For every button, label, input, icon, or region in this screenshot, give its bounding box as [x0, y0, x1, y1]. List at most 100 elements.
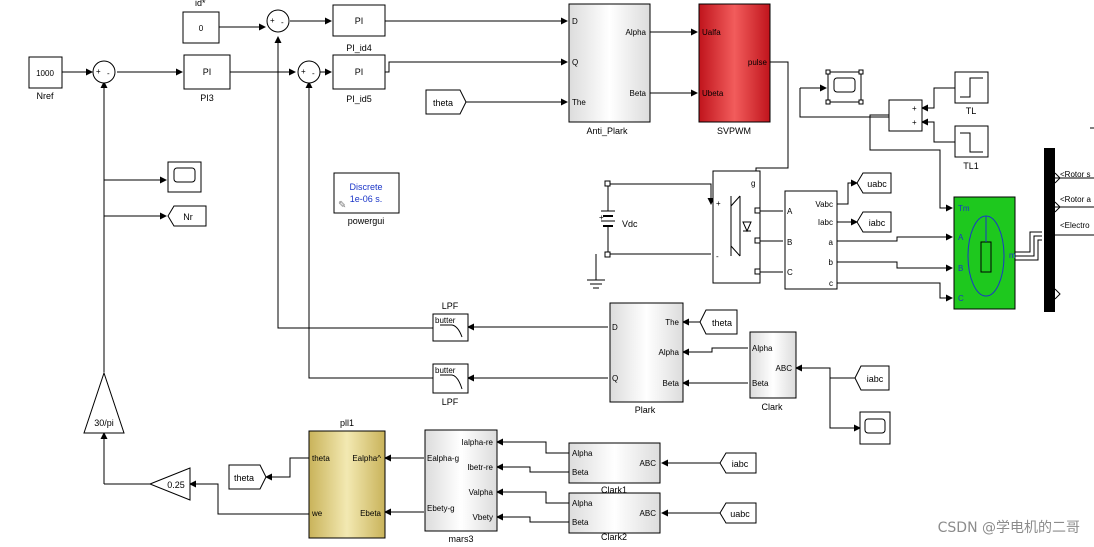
- measurement-block[interactable]: A B C Vabc Iabc a b c: [784, 190, 838, 290]
- powergui-block[interactable]: Discrete 1e-06 s. ✎: [333, 172, 400, 214]
- clark1-port-alpha: Alpha: [572, 449, 593, 458]
- nref-value: 1000: [36, 69, 54, 78]
- clark1-port-abc: ABC: [640, 459, 657, 468]
- tl1-caption: TL1: [963, 161, 979, 171]
- bus-label-electro: <Electro: [1060, 221, 1090, 230]
- dc-source[interactable]: + Vdc: [599, 180, 638, 258]
- mars3-port-ebety-g: Ebety-g: [427, 504, 455, 513]
- park-block[interactable]: D Q The Alpha Beta: [609, 302, 684, 403]
- goto-theta-pll[interactable]: theta: [228, 464, 267, 490]
- pi-id5-block[interactable]: PI: [332, 54, 386, 90]
- powergui-line2: 1e-06 s.: [350, 194, 383, 204]
- pi3-block[interactable]: PI: [183, 54, 231, 90]
- sum-iq[interactable]: + -: [297, 60, 321, 84]
- from-theta-park[interactable]: theta: [699, 309, 738, 335]
- pll1-port-ebeta: Ebeta: [360, 509, 381, 518]
- clark2-caption: Clark2: [601, 532, 627, 542]
- svpwm-port-pulse: pulse: [748, 58, 768, 67]
- svpwm-block[interactable]: Ualfa Ubeta pulse: [698, 3, 771, 123]
- park-port-the: The: [665, 318, 679, 327]
- svpwm-caption: SVPWM: [717, 126, 751, 136]
- lpf1-block[interactable]: butter: [432, 313, 469, 342]
- tl1-step[interactable]: [954, 125, 989, 158]
- dc-label: Vdc: [622, 219, 638, 229]
- clark-block[interactable]: Alpha Beta ABC: [749, 331, 797, 399]
- bus-selector[interactable]: <Rotor s <Rotor a <Electro: [1044, 148, 1091, 312]
- motor-block[interactable]: Tm A B C m: [953, 196, 1016, 310]
- pi-id4-caption: PI_id4: [346, 43, 372, 53]
- clark2-port-abc: ABC: [640, 509, 657, 518]
- goto-nr[interactable]: Nr: [167, 205, 207, 227]
- motor-port-a: A: [958, 233, 964, 242]
- id-ref-constant[interactable]: 0: [182, 11, 220, 44]
- speed-scope[interactable]: [167, 161, 202, 193]
- uabc-top-label: uabc: [867, 179, 887, 189]
- clark1-block[interactable]: Alpha Beta ABC: [568, 442, 661, 484]
- current-scope[interactable]: [859, 411, 891, 445]
- theta-park-label: theta: [712, 318, 732, 328]
- nref-constant[interactable]: 1000: [28, 56, 63, 89]
- csdn-watermark: CSDN @学电机的二哥: [938, 520, 1080, 536]
- motor-port-b: B: [958, 264, 963, 273]
- pll1-block[interactable]: theta we Ealpha^ Ebeta: [308, 430, 386, 539]
- lpf1-text: butter: [435, 316, 456, 325]
- measure-in-c: C: [787, 268, 793, 277]
- pi-id4-text: PI: [355, 16, 364, 26]
- goto-iabc-top[interactable]: iabc: [856, 211, 892, 233]
- park-caption: Plark: [635, 405, 656, 415]
- measure-out-b: b: [829, 258, 834, 267]
- gain-30pi[interactable]: 30/pi: [83, 371, 125, 434]
- anti-park-port-d: D: [572, 17, 578, 26]
- pll1-port-theta: theta: [312, 454, 330, 463]
- anti-park-block[interactable]: D Q The Alpha Beta: [568, 3, 651, 123]
- pi-id5-text: PI: [355, 67, 364, 77]
- motor-port-c: C: [958, 294, 964, 303]
- nref-caption: Nref: [36, 91, 54, 101]
- inverter-block[interactable]: g + -: [712, 170, 761, 284]
- clark-port-abc: ABC: [776, 364, 793, 373]
- pll1-port-we: we: [311, 509, 323, 518]
- anti-park-port-the: The: [572, 98, 586, 107]
- clark2-block[interactable]: Alpha Beta ABC: [568, 492, 661, 534]
- goto-theta-top[interactable]: theta: [425, 89, 467, 115]
- measure-in-a: A: [787, 207, 793, 216]
- torque-sum[interactable]: + +: [888, 99, 923, 132]
- mars3-port-ealpha-g: Ealpha-g: [427, 454, 459, 463]
- tl-step[interactable]: [954, 71, 989, 104]
- clark2-port-alpha: Alpha: [572, 499, 593, 508]
- gain-025[interactable]: 0.25: [148, 467, 191, 501]
- inverter-port-plus: +: [716, 199, 721, 208]
- clark2-port-beta: Beta: [572, 518, 589, 527]
- theta-top-label: theta: [433, 98, 453, 108]
- park-port-d: D: [612, 323, 618, 332]
- sum-id-plus: +: [270, 16, 275, 25]
- clark-port-beta: Beta: [752, 379, 769, 388]
- inverter-port-g: g: [751, 179, 755, 188]
- bus-label-rotor-speed: <Rotor s: [1060, 170, 1090, 179]
- measure-in-b: B: [787, 238, 792, 247]
- sum-speed[interactable]: + -: [92, 60, 116, 84]
- uabc-clark2-label: uabc: [730, 509, 750, 519]
- pi3-caption: PI3: [200, 93, 214, 103]
- mars3-caption: mars3: [448, 534, 473, 544]
- clark1-port-beta: Beta: [572, 468, 589, 477]
- measure-out-c: c: [829, 279, 833, 288]
- pi3-text: PI: [203, 67, 212, 77]
- powergui-line1: Discrete: [349, 182, 382, 192]
- pi-id4-block[interactable]: PI: [332, 4, 386, 37]
- wires: [62, 17, 1094, 523]
- mars3-port-ialpha-re: Ialpha-re: [461, 438, 493, 447]
- goto-uabc-top[interactable]: uabc: [856, 172, 892, 194]
- clark1-caption: Clark1: [601, 485, 627, 495]
- lpf2-block[interactable]: butter: [432, 363, 469, 394]
- pulse-scope[interactable]: [825, 69, 864, 105]
- mars3-block[interactable]: Ealpha-g Ebety-g Ialpha-re Ibetr-re Valp…: [424, 429, 498, 532]
- from-iabc-clark1[interactable]: iabc: [719, 452, 757, 474]
- from-iabc-clark[interactable]: iabc: [854, 365, 890, 391]
- torque-sum-plus2: +: [912, 118, 917, 127]
- bus-label-rotor-angle: <Rotor a: [1060, 195, 1091, 204]
- sum-id[interactable]: + -: [266, 9, 290, 33]
- powergui-caption: powergui: [348, 216, 385, 226]
- from-uabc-clark2[interactable]: uabc: [719, 502, 757, 524]
- torque-sum-plus1: +: [912, 104, 917, 113]
